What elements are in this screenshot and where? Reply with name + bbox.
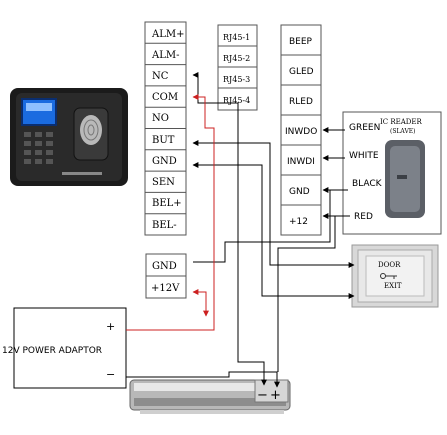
- card-reader-device: [385, 140, 425, 218]
- terminal-label-com: COM: [152, 92, 178, 103]
- power-terminal-block: GND +12V: [145, 253, 187, 299]
- reader-label-gnd: GND: [289, 187, 310, 197]
- power-adaptor-plus: +: [106, 320, 115, 333]
- magnetic-lock: − +: [129, 379, 291, 414]
- reader-terminal-block: BEEP GLED RLED INWDO INWDI GND +12: [280, 24, 322, 236]
- terminal-label-bel-plus: BEL+: [152, 198, 182, 209]
- power-label-plus12v: +12V: [151, 283, 180, 294]
- power-adaptor-minus: −: [106, 368, 115, 381]
- reader-label-inwdo: INWDO: [285, 127, 317, 137]
- terminal-label-but: BUT: [152, 135, 175, 146]
- terminal-label-gnd: GND: [152, 156, 177, 167]
- fingerprint-terminal: [10, 88, 128, 186]
- black-wires: [126, 72, 355, 388]
- terminal-screen: [21, 98, 57, 126]
- lock-terminal-minus: −: [257, 388, 268, 403]
- terminal-label-nc: NC: [152, 71, 169, 82]
- exit-button: DOOR EXIT: [351, 244, 439, 308]
- reader-label-gled: GLED: [289, 67, 314, 77]
- reader-label-inwdi: INWDI: [287, 157, 315, 167]
- reader-wire-black: BLACK: [352, 179, 383, 189]
- controller-terminal-block: ALM+ ALM- NC COM NO BUT GND SEN BEL+ BEL…: [144, 21, 187, 236]
- exit-label-exit: EXIT: [384, 282, 402, 290]
- lock-terminal-plus: +: [270, 388, 281, 403]
- red-wires: [126, 94, 215, 331]
- terminal-label-no: NO: [152, 113, 169, 124]
- exit-label-door: DOOR: [378, 261, 401, 269]
- rj45-label-2: RJ45-2: [223, 54, 250, 63]
- reader-subtitle: (SLAVE): [390, 128, 416, 135]
- rj45-label-3: RJ45-3: [223, 75, 250, 84]
- reader-wire-white: WHITE: [349, 151, 379, 161]
- reader-title: IC READER: [380, 118, 423, 126]
- rj45-block: RJ45-1 RJ45-2 RJ45-3 RJ45-4: [217, 24, 258, 111]
- terminal-label-sen: SEN: [152, 177, 175, 188]
- power-label-gnd: GND: [152, 261, 177, 272]
- power-adaptor-label: 12V POWER ADAPTOR: [2, 346, 102, 356]
- terminal-label-bel-minus: BEL-: [152, 220, 177, 231]
- power-adaptor: 12V POWER ADAPTOR + −: [2, 307, 127, 389]
- terminal-label-alm-minus: ALM-: [151, 50, 179, 61]
- rj45-label-4: RJ45-4: [223, 96, 250, 105]
- reader-label-rled: RLED: [289, 97, 313, 107]
- reader-wire-red: RED: [354, 212, 373, 222]
- rj45-label-1: RJ45-1: [223, 33, 250, 42]
- ic-reader: IC READER (SLAVE) GREEN WHITE BLACK RED: [342, 111, 442, 235]
- reader-label-beep: BEEP: [289, 37, 313, 47]
- keypad: [24, 132, 53, 164]
- reader-label-plus12: +12: [289, 217, 308, 227]
- terminal-label-alm-plus: ALM+: [151, 29, 184, 40]
- reader-wire-green: GREEN: [349, 123, 380, 133]
